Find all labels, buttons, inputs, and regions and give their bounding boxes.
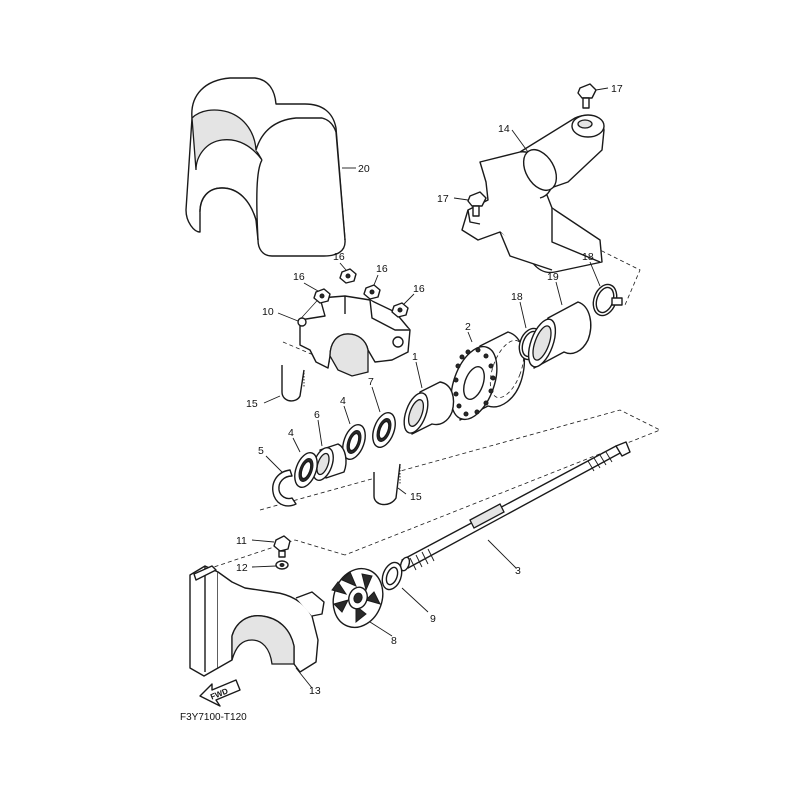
callout-14: 14 <box>498 123 510 135</box>
callout-13: 13 <box>309 685 321 697</box>
callout-18-right: 18 <box>582 251 594 263</box>
callout-15-lower: 15 <box>410 491 422 503</box>
part-17-bolt-left <box>467 191 487 217</box>
callout-4-lower: 4 <box>288 427 294 439</box>
callout-5: 5 <box>258 445 264 457</box>
part-11-bolt <box>273 535 291 558</box>
part-16-nuts <box>313 268 409 318</box>
callout-17-left: 17 <box>437 193 449 205</box>
nut <box>363 284 381 300</box>
callout-1: 1 <box>412 351 418 363</box>
part-15-u-bolt-lower <box>373 463 401 506</box>
callout-20: 20 <box>358 163 370 175</box>
part-20-cover <box>185 77 346 257</box>
part-18-clamp-right <box>592 283 623 317</box>
callout-12: 12 <box>236 562 248 574</box>
nut <box>339 268 357 284</box>
part-1-collar <box>403 381 455 435</box>
part-3-drive-shaft <box>399 441 631 572</box>
callout-16-b: 16 <box>333 251 345 263</box>
part-2-perforated-sleeve <box>450 331 526 421</box>
part-7-oil-seal <box>372 412 396 448</box>
callout-8: 8 <box>391 635 397 647</box>
callout-18-left: 18 <box>511 291 523 303</box>
callout-16-c: 16 <box>376 263 388 275</box>
part-17-bolt-top <box>577 83 597 109</box>
callout-10: 10 <box>262 306 274 318</box>
nut <box>313 288 331 304</box>
callouts: 20 14 17 17 16 16 16 16 10 15 15 2 1 7 4… <box>236 83 623 697</box>
figure-code: F3Y7100-T120 <box>180 712 247 723</box>
part-12-washer <box>275 560 289 570</box>
part-10-housing-cap <box>297 295 411 377</box>
part-14-nozzle-housing <box>461 114 605 274</box>
part-4-bearing-upper <box>342 424 366 460</box>
callout-16-d: 16 <box>413 283 425 295</box>
callout-19: 19 <box>547 271 559 283</box>
part-13-grate <box>189 565 325 677</box>
part-4-bearing-lower <box>294 452 318 488</box>
callout-4-upper: 4 <box>340 395 346 407</box>
callout-11: 11 <box>236 535 247 547</box>
nut <box>391 302 409 318</box>
callout-6: 6 <box>314 409 320 421</box>
callout-3: 3 <box>515 565 521 577</box>
callout-17-top: 17 <box>611 83 623 95</box>
part-15-u-bolt-upper <box>281 365 305 402</box>
leader-lines <box>251 87 609 689</box>
part-9-washer <box>381 561 403 591</box>
callout-2: 2 <box>465 321 471 333</box>
part-8-impeller <box>331 567 384 629</box>
callout-16-a: 16 <box>293 271 305 283</box>
callout-15-upper: 15 <box>246 398 258 410</box>
part-6-bearing <box>312 443 347 481</box>
callout-9: 9 <box>430 613 436 625</box>
part-5-circlip <box>272 469 297 507</box>
callout-7: 7 <box>368 376 374 388</box>
part-19-sleeve <box>527 301 592 369</box>
fwd-direction-arrow: FWD <box>199 679 241 707</box>
